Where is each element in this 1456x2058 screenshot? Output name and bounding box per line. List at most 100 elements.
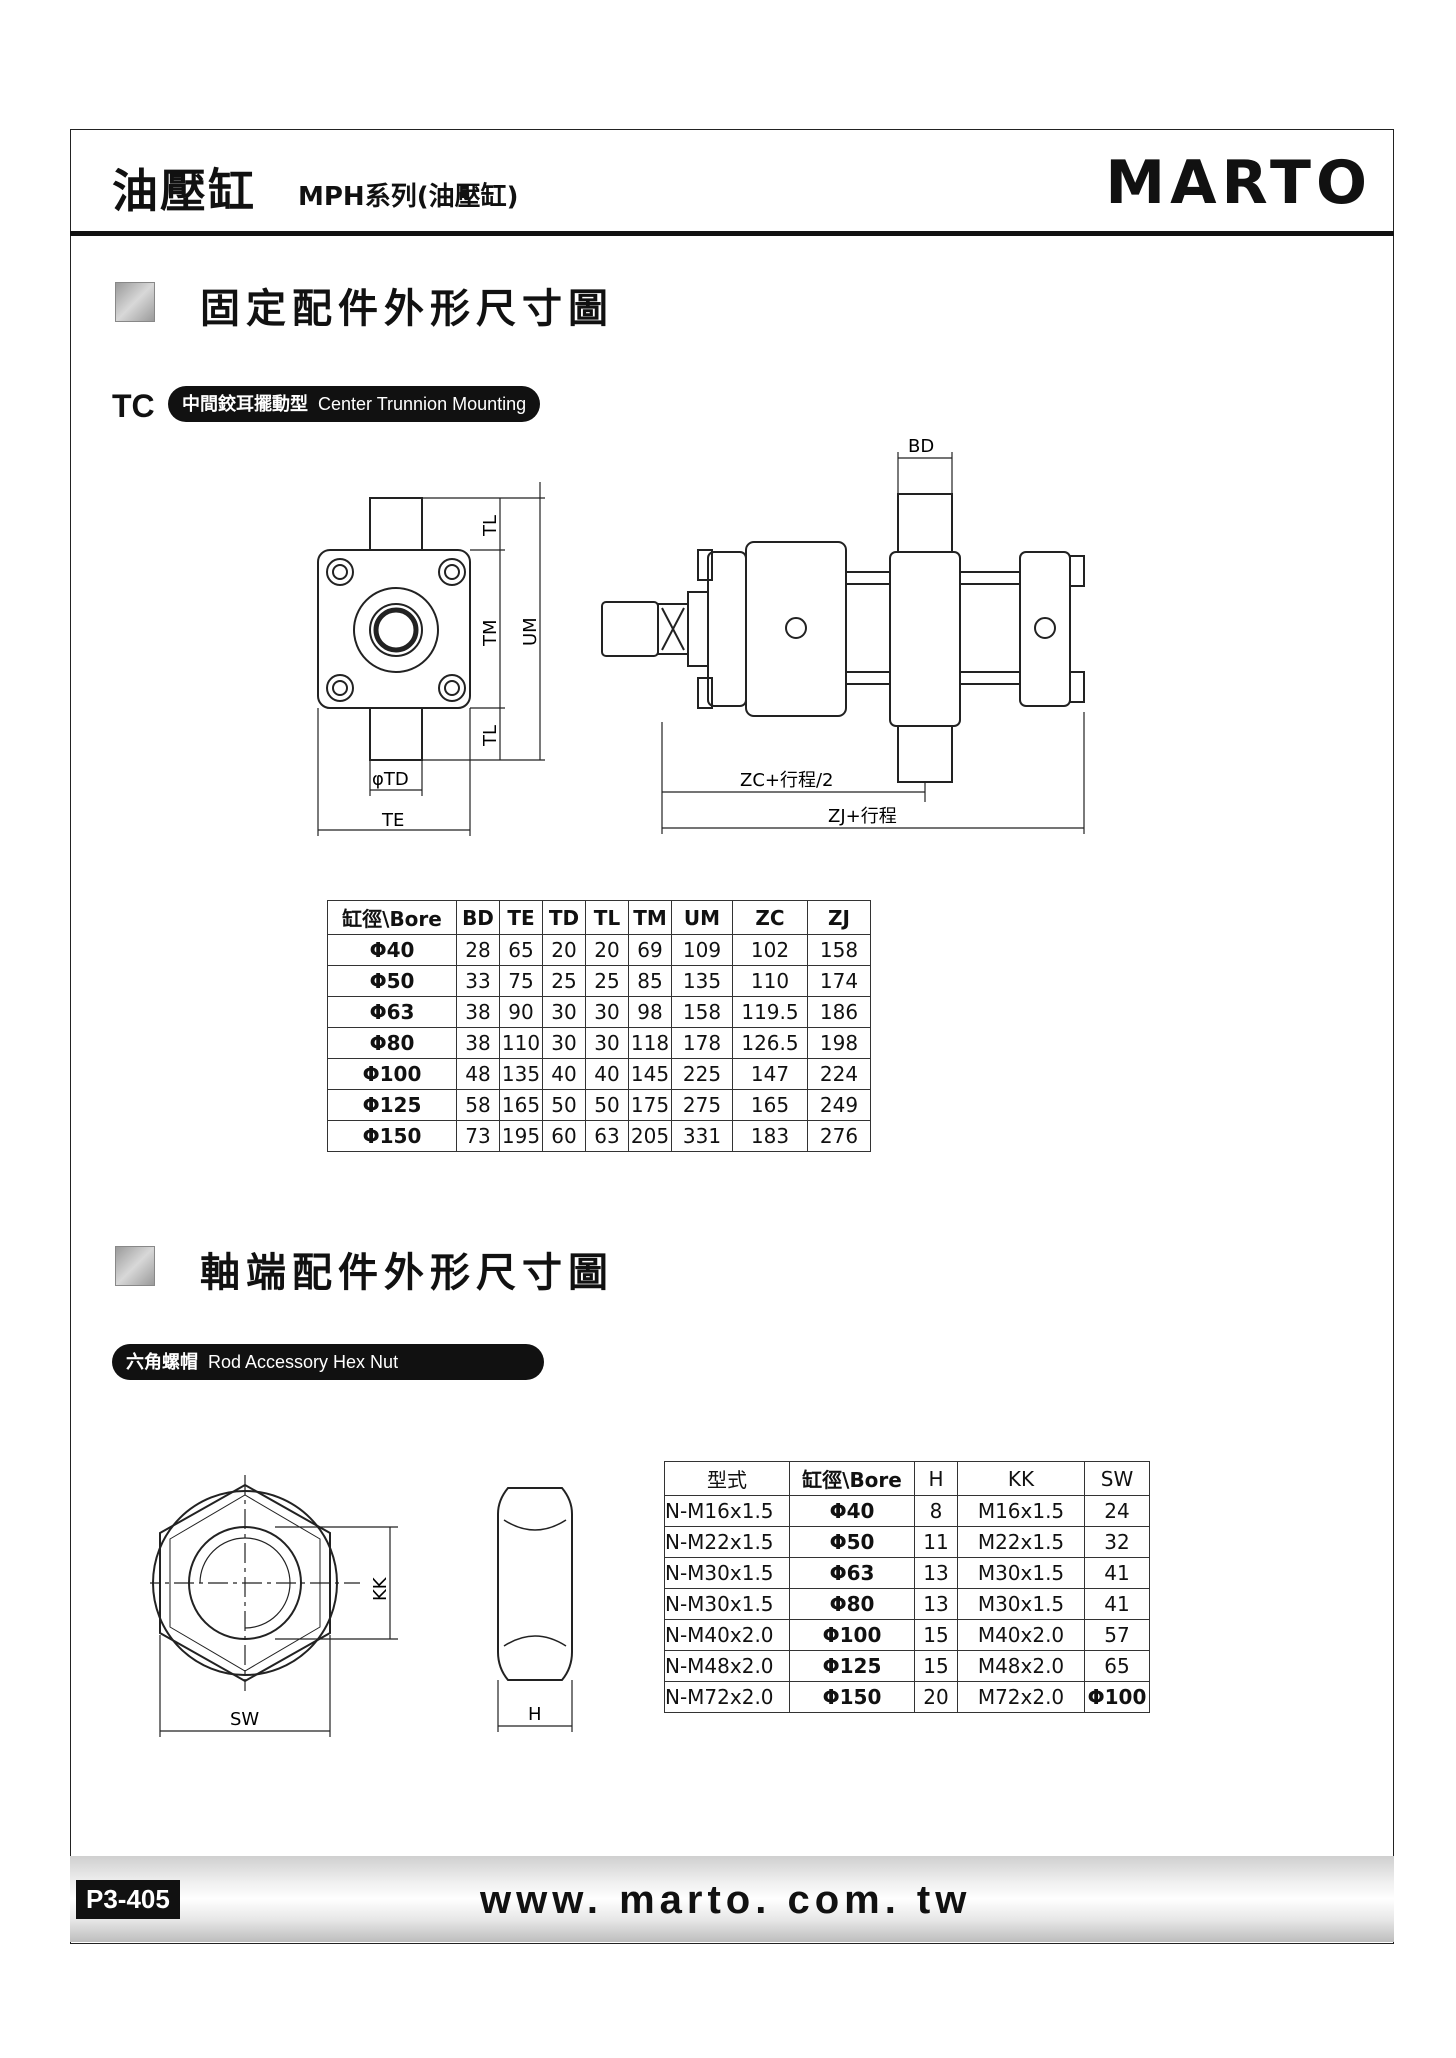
table-cell: 165 [499, 1089, 543, 1121]
dim-label-tl-top: TL [480, 515, 501, 537]
col-header: SW [1084, 1461, 1150, 1496]
table-cell: 41 [1084, 1557, 1150, 1589]
table-cell: 109 [671, 934, 733, 966]
table-cell: 195 [499, 1120, 543, 1152]
trunnion-side-view: BD ZC+行程/2 ZJ+行程 [601, 436, 1085, 834]
mount-label: 中間鉸耳擺動型 Center Trunnion Mounting [168, 386, 541, 422]
hex-nut-front-view: KK SW [150, 1475, 398, 1737]
table-cell: M30x1.5 [957, 1588, 1085, 1620]
table-cell: 224 [807, 1058, 871, 1090]
col-header: UM [671, 900, 733, 935]
table-cell: 20 [585, 934, 629, 966]
hex-nut-side-view: H [497, 1487, 573, 1732]
dim-label-te: TE [381, 810, 404, 831]
table-cell: 85 [628, 965, 672, 997]
table-cell: Φ150 [327, 1120, 457, 1152]
table-cell: N-M40x2.0 [664, 1619, 790, 1651]
table-cell: 165 [732, 1089, 808, 1121]
bore-header: 缸徑\Bore [327, 900, 457, 935]
table-cell: 20 [914, 1681, 958, 1713]
trunnion-front-view: TL TM UM TL φTD TE [317, 482, 545, 836]
table-cell: 135 [671, 965, 733, 997]
table-cell: 275 [671, 1089, 733, 1121]
table-cell: 110 [499, 1027, 543, 1059]
table-cell: 249 [807, 1089, 871, 1121]
mount-label-zh: 中間鉸耳擺動型 [182, 394, 308, 415]
table-cell: 30 [585, 1027, 629, 1059]
table-cell: 135 [499, 1058, 543, 1090]
col-header: TD [542, 900, 586, 935]
col-header: BD [456, 900, 500, 935]
table-cell: 57 [1084, 1619, 1150, 1651]
table-cell: 175 [628, 1089, 672, 1121]
table-cell: 25 [585, 965, 629, 997]
table-cell: 158 [807, 934, 871, 966]
dim-label-td: φTD [372, 769, 409, 790]
table-cell: Φ100 [789, 1619, 915, 1651]
table-cell: 118 [628, 1027, 672, 1059]
dim-label-sw: SW [230, 1709, 259, 1730]
table-cell: Φ150 [789, 1681, 915, 1713]
table-cell: 25 [542, 965, 586, 997]
col-header: TE [499, 900, 543, 935]
table-cell: 198 [807, 1027, 871, 1059]
table-header-row: 型式 缸徑\Bore H KK SW [664, 1461, 1150, 1496]
table-cell: 98 [628, 996, 672, 1028]
table-cell: 110 [732, 965, 808, 997]
table-cell: 8 [914, 1495, 958, 1527]
table-cell: Φ63 [327, 996, 457, 1028]
table-cell: M30x1.5 [957, 1557, 1085, 1589]
table-cell: M48x2.0 [957, 1650, 1085, 1682]
table-cell: 60 [542, 1120, 586, 1152]
table-cell: 75 [499, 965, 543, 997]
table-cell: 11 [914, 1526, 958, 1558]
table-cell: 145 [628, 1058, 672, 1090]
table-cell: 41 [1084, 1588, 1150, 1620]
table-cell: 13 [914, 1557, 958, 1589]
table-cell: Φ80 [327, 1027, 457, 1059]
brand-logo: MARTO [1105, 148, 1372, 218]
table-cell: 30 [542, 996, 586, 1028]
table-cell: M40x2.0 [957, 1619, 1085, 1651]
dim-label-tl-bottom: TL [480, 725, 501, 747]
col-header: TL [585, 900, 629, 935]
table-cell: Φ40 [327, 934, 457, 966]
col-header: ZC [732, 900, 808, 935]
dim-label-zj: ZJ+行程 [828, 806, 897, 827]
table-cell: N-M16x1.5 [664, 1495, 790, 1527]
mount-label-en: Center Trunnion Mounting [318, 394, 527, 414]
table-cell: N-M30x1.5 [664, 1588, 790, 1620]
table-cell: 63 [585, 1120, 629, 1152]
table-cell: 38 [456, 1027, 500, 1059]
table-cell: 102 [732, 934, 808, 966]
table-cell: 15 [914, 1619, 958, 1651]
table-cell: 73 [456, 1120, 500, 1152]
table-cell: 158 [671, 996, 733, 1028]
hex-nut-label-zh: 六角螺帽 [126, 1352, 198, 1373]
table-cell: 15 [914, 1650, 958, 1682]
table-cell: 38 [456, 996, 500, 1028]
col-header: KK [957, 1461, 1085, 1496]
table-cell: 183 [732, 1120, 808, 1152]
table-cell: N-M48x2.0 [664, 1650, 790, 1682]
bore-header: 缸徑\Bore [789, 1461, 915, 1496]
website-link[interactable]: www. marto. com. tw [480, 1878, 972, 1922]
table-cell: N-M30x1.5 [664, 1557, 790, 1589]
table-cell: Φ125 [789, 1650, 915, 1682]
table-cell: 90 [499, 996, 543, 1028]
table-cell: 119.5 [732, 996, 808, 1028]
table-cell: 50 [585, 1089, 629, 1121]
table-cell: Φ100 [1084, 1681, 1150, 1713]
header-divider [70, 231, 1394, 236]
